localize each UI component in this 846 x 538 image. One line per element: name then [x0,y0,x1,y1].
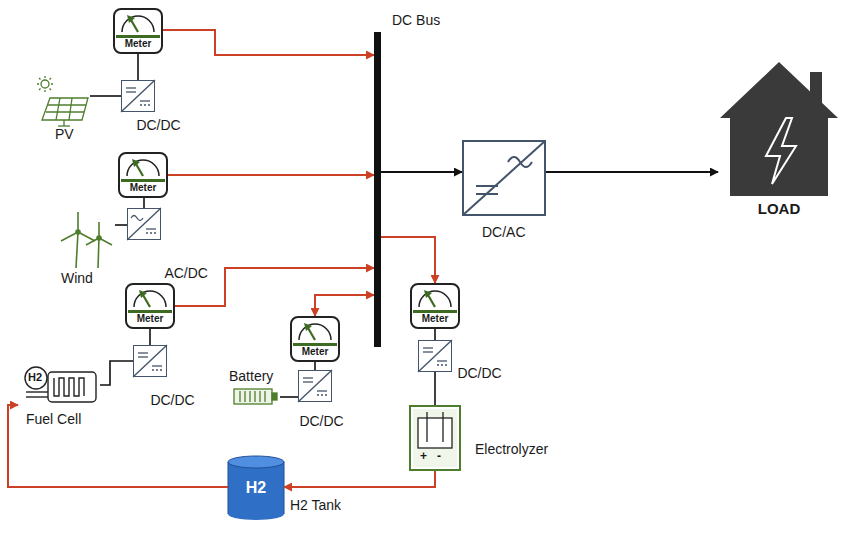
node-label: Wind [61,270,93,286]
symbol-text: H2 [28,371,42,384]
dc-dc-converter: DC/DC [133,345,167,377]
h2-tank: H2H2 Tank [228,455,284,521]
energy-flow-arrow [8,405,228,487]
node-label: Meter [127,313,173,325]
node-label: Fuel Cell [26,411,81,427]
node-label: H2 Tank [290,497,341,513]
wire [90,95,121,97]
node-label: Meter [120,182,166,194]
wire [100,361,133,385]
meter-box: Meter [410,283,460,329]
node-label: DC/DC [136,117,180,133]
load-house: LOAD [718,60,840,218]
polarity-sign: + [420,450,427,462]
wire [115,224,127,226]
meter-box: Meter [113,8,163,54]
wire [280,396,298,398]
node-label: AC/DC [164,265,208,281]
node-label: Meter [115,38,161,50]
node-label: DC/AC [482,224,526,240]
dc-dc-converter: DC/DC [418,340,452,372]
battery: Battery [228,366,280,406]
wire [381,171,462,173]
dc-ac-inverter: DC/AC [462,140,546,216]
polarity-sign: - [437,450,441,462]
pv-panel: PV [35,76,90,140]
meter-box: Meter [290,316,340,362]
ac-dc-converter: AC/DC [127,208,161,240]
node-label: Meter [292,346,338,358]
wire [434,372,436,405]
dc-bus: DC Bus [374,32,381,347]
wire [137,54,139,80]
node-label: DC/DC [299,413,343,429]
node-label: PV [55,126,74,142]
energy-flow-arrow [381,237,435,283]
wire [314,362,316,370]
wind-turbine: Wind [55,208,115,288]
node-label: DC Bus [392,12,440,28]
dc-dc-converter: DC/DC [298,370,332,402]
energy-flow-arrow [315,295,374,316]
wire [546,171,718,173]
wire [149,329,151,345]
node-label: Meter [412,313,458,325]
symbol-text: H2 [228,479,284,497]
meter-box: Meter [125,283,175,329]
dc-dc-converter: DC/DC [121,80,155,112]
energy-flow-arrow [284,471,435,487]
node-label: Battery [229,368,273,384]
wire [434,329,436,340]
energy-flow-arrow [163,30,374,55]
wire [143,198,145,208]
node-label: DC/DC [457,365,501,381]
fuel-cell: H2Fuel Cell [18,365,100,429]
energy-flow-arrow [168,174,374,176]
electrolyzer: Electrolyzer [409,405,461,471]
node-label: LOAD [718,200,840,217]
meter-box: Meter [118,152,168,198]
node-label: DC/DC [150,392,194,408]
node-label: Electrolyzer [475,441,548,457]
